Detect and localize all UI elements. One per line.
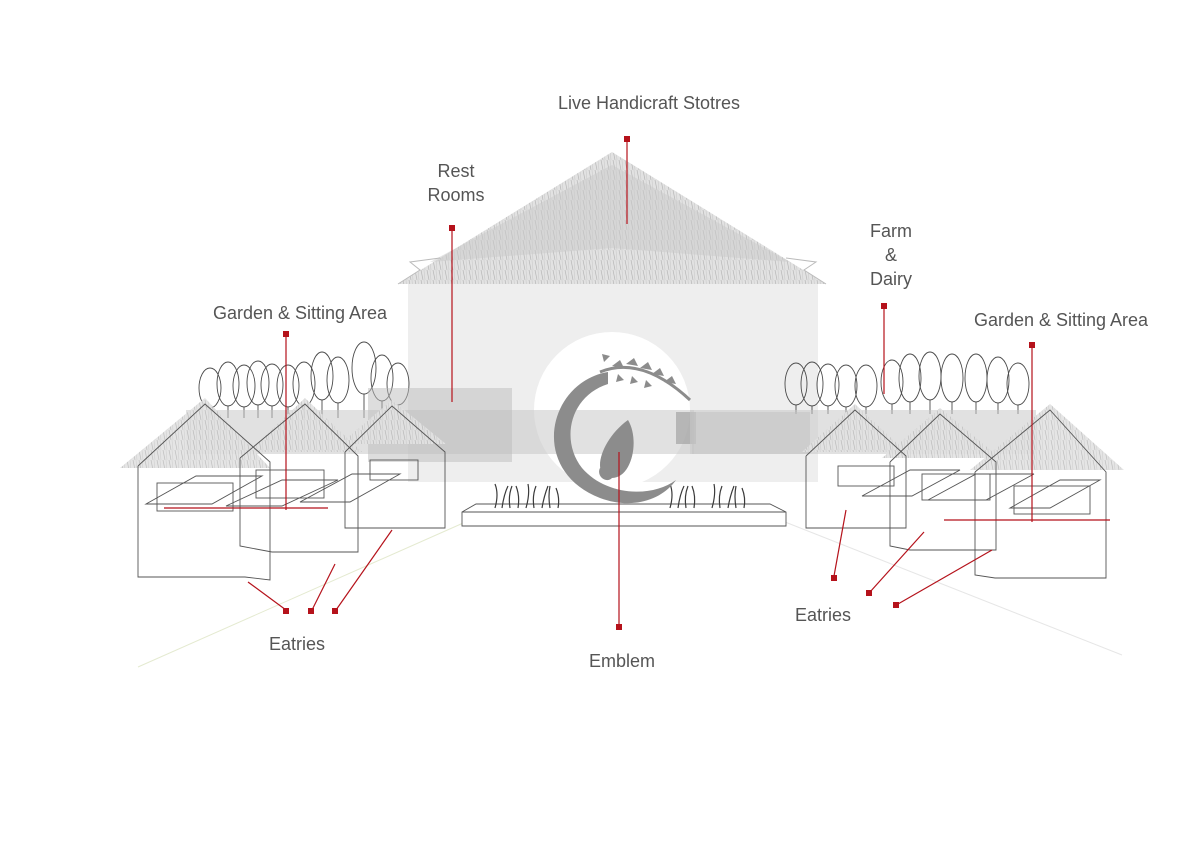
trees-right <box>784 351 1030 414</box>
callout-marker-garden-right <box>1029 342 1035 348</box>
ground-lines <box>137 519 1123 668</box>
callout-marker-eatries-right-2 <box>866 590 872 596</box>
label-live-handicraft: Live Handicraft Stotres <box>558 93 740 113</box>
label-emblem: Emblem <box>589 651 655 671</box>
callout-marker-restrooms <box>449 225 455 231</box>
label-eatries-left: Eatries <box>269 634 325 654</box>
label-rest-rooms-line2: Rooms <box>427 185 484 205</box>
callout-marker-farm <box>881 303 887 309</box>
callout-marker-garden-left <box>283 331 289 337</box>
central-roof <box>397 152 827 285</box>
label-garden-left: Garden & Sitting Area <box>213 303 388 323</box>
callouts <box>164 136 1110 630</box>
callout-marker-eatries-left-2 <box>308 608 314 614</box>
label-eatries-right: Eatries <box>795 605 851 625</box>
plants <box>494 483 746 509</box>
callout-marker-eatries-right-3 <box>893 602 899 608</box>
callout-marker-emblem <box>616 624 622 630</box>
callout-marker-eatries-left-3 <box>332 608 338 614</box>
emblem <box>553 354 692 504</box>
huts-left <box>120 398 446 581</box>
huts-right <box>802 404 1124 579</box>
callout-marker-handicraft <box>624 136 630 142</box>
label-rest-rooms-line1: Rest <box>437 161 474 181</box>
callout-marker-eatries-left-1 <box>283 608 289 614</box>
emblem-plinth <box>461 503 787 527</box>
label-farm-dairy-line3: Dairy <box>870 269 912 289</box>
label-farm-dairy-line2: & <box>885 245 897 265</box>
label-farm-dairy-line1: Farm <box>870 221 912 241</box>
callout-marker-eatries-right-1 <box>831 575 837 581</box>
label-garden-right: Garden & Sitting Area <box>974 310 1149 330</box>
